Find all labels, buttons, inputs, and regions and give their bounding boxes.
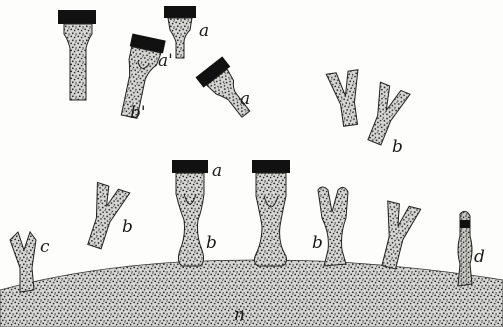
base-mass [0,260,503,327]
label-b-free: b [392,137,403,157]
label-a-prime: a' [158,51,173,71]
attached-capped-body-ab-1 [172,160,208,266]
label-b-prime: b' [130,103,146,123]
label-b-center-left: b [206,233,217,253]
attached-body-d [458,211,472,286]
attached-capped-body-ab-2 [252,160,290,266]
label-c: c [40,237,50,257]
attached-y-body-b-center [318,187,348,266]
label-n: n [234,305,245,325]
attached-y-body-b-right [372,201,420,271]
label-d: d [474,247,485,267]
attached-body-c [10,232,36,292]
detached-y-body-1 [326,70,365,128]
label-a-mid: a [240,89,250,109]
label-b-left: b [122,217,133,237]
label-a-attached: a [212,161,222,181]
label-b-center: b [312,233,323,253]
detached-capped-body-1 [58,10,96,100]
label-a-top: a [199,21,209,41]
